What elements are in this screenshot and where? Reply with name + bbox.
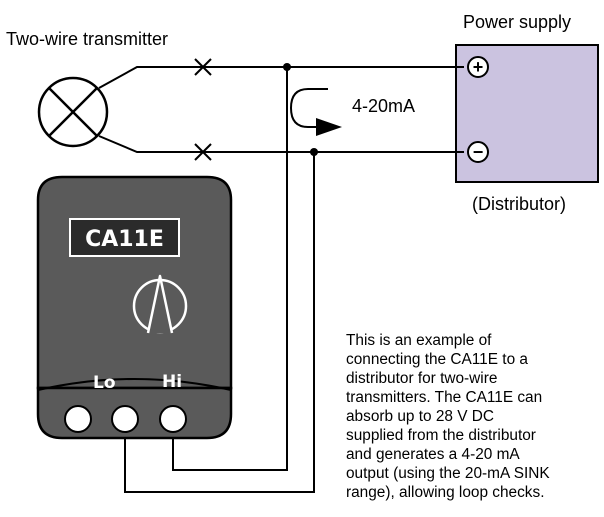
- description-text: This is an example of connecting the CA1…: [346, 331, 604, 517]
- hi-terminal[interactable]: [159, 405, 187, 433]
- wire-break-top-icon: [194, 58, 212, 76]
- description-line: connecting the CA11E to a: [346, 351, 528, 368]
- current-label: 4-20mA: [352, 96, 415, 116]
- bottom-wire: [98, 135, 464, 153]
- meter-model-label: CA11E: [85, 227, 164, 252]
- minus-terminal: −: [467, 141, 489, 163]
- current-arrow-icon: [289, 88, 342, 136]
- transmitter-label: Two-wire transmitter: [6, 29, 168, 49]
- top-wire: [98, 66, 464, 89]
- description-line: This is an example of: [346, 332, 492, 349]
- hi-wire: [172, 67, 288, 471]
- rotary-knob-icon[interactable]: [132, 274, 188, 334]
- description-line: range), allowing loop checks.: [346, 484, 545, 501]
- lamp-icon: [37, 76, 109, 148]
- description-line: supplied from the distributor: [346, 427, 536, 444]
- power-supply-label: Power supply: [463, 12, 571, 32]
- meter-display: [69, 218, 180, 257]
- description-line: absorb up to 28 V DC: [346, 408, 495, 425]
- distributor-label: (Distributor): [472, 194, 566, 214]
- com-terminal[interactable]: [64, 405, 92, 433]
- ca11e-meter: CA11E Lo Hi: [36, 175, 233, 440]
- description-line: transmitters. The CA11E can: [346, 389, 543, 406]
- wire-break-bottom-icon: [194, 143, 212, 161]
- description-line: output (using the 20-mA SINK: [346, 465, 550, 482]
- lo-label: Lo: [93, 373, 116, 393]
- hi-label: Hi: [162, 372, 182, 392]
- lo-terminal[interactable]: [111, 405, 139, 433]
- description-line: distributor for two-wire: [346, 370, 498, 387]
- lo-wire: [124, 152, 315, 493]
- plus-terminal: +: [467, 56, 489, 78]
- plus-sign: +: [473, 57, 484, 77]
- minus-sign: −: [473, 142, 484, 162]
- description-line: and generates a 4-20 mA: [346, 446, 520, 463]
